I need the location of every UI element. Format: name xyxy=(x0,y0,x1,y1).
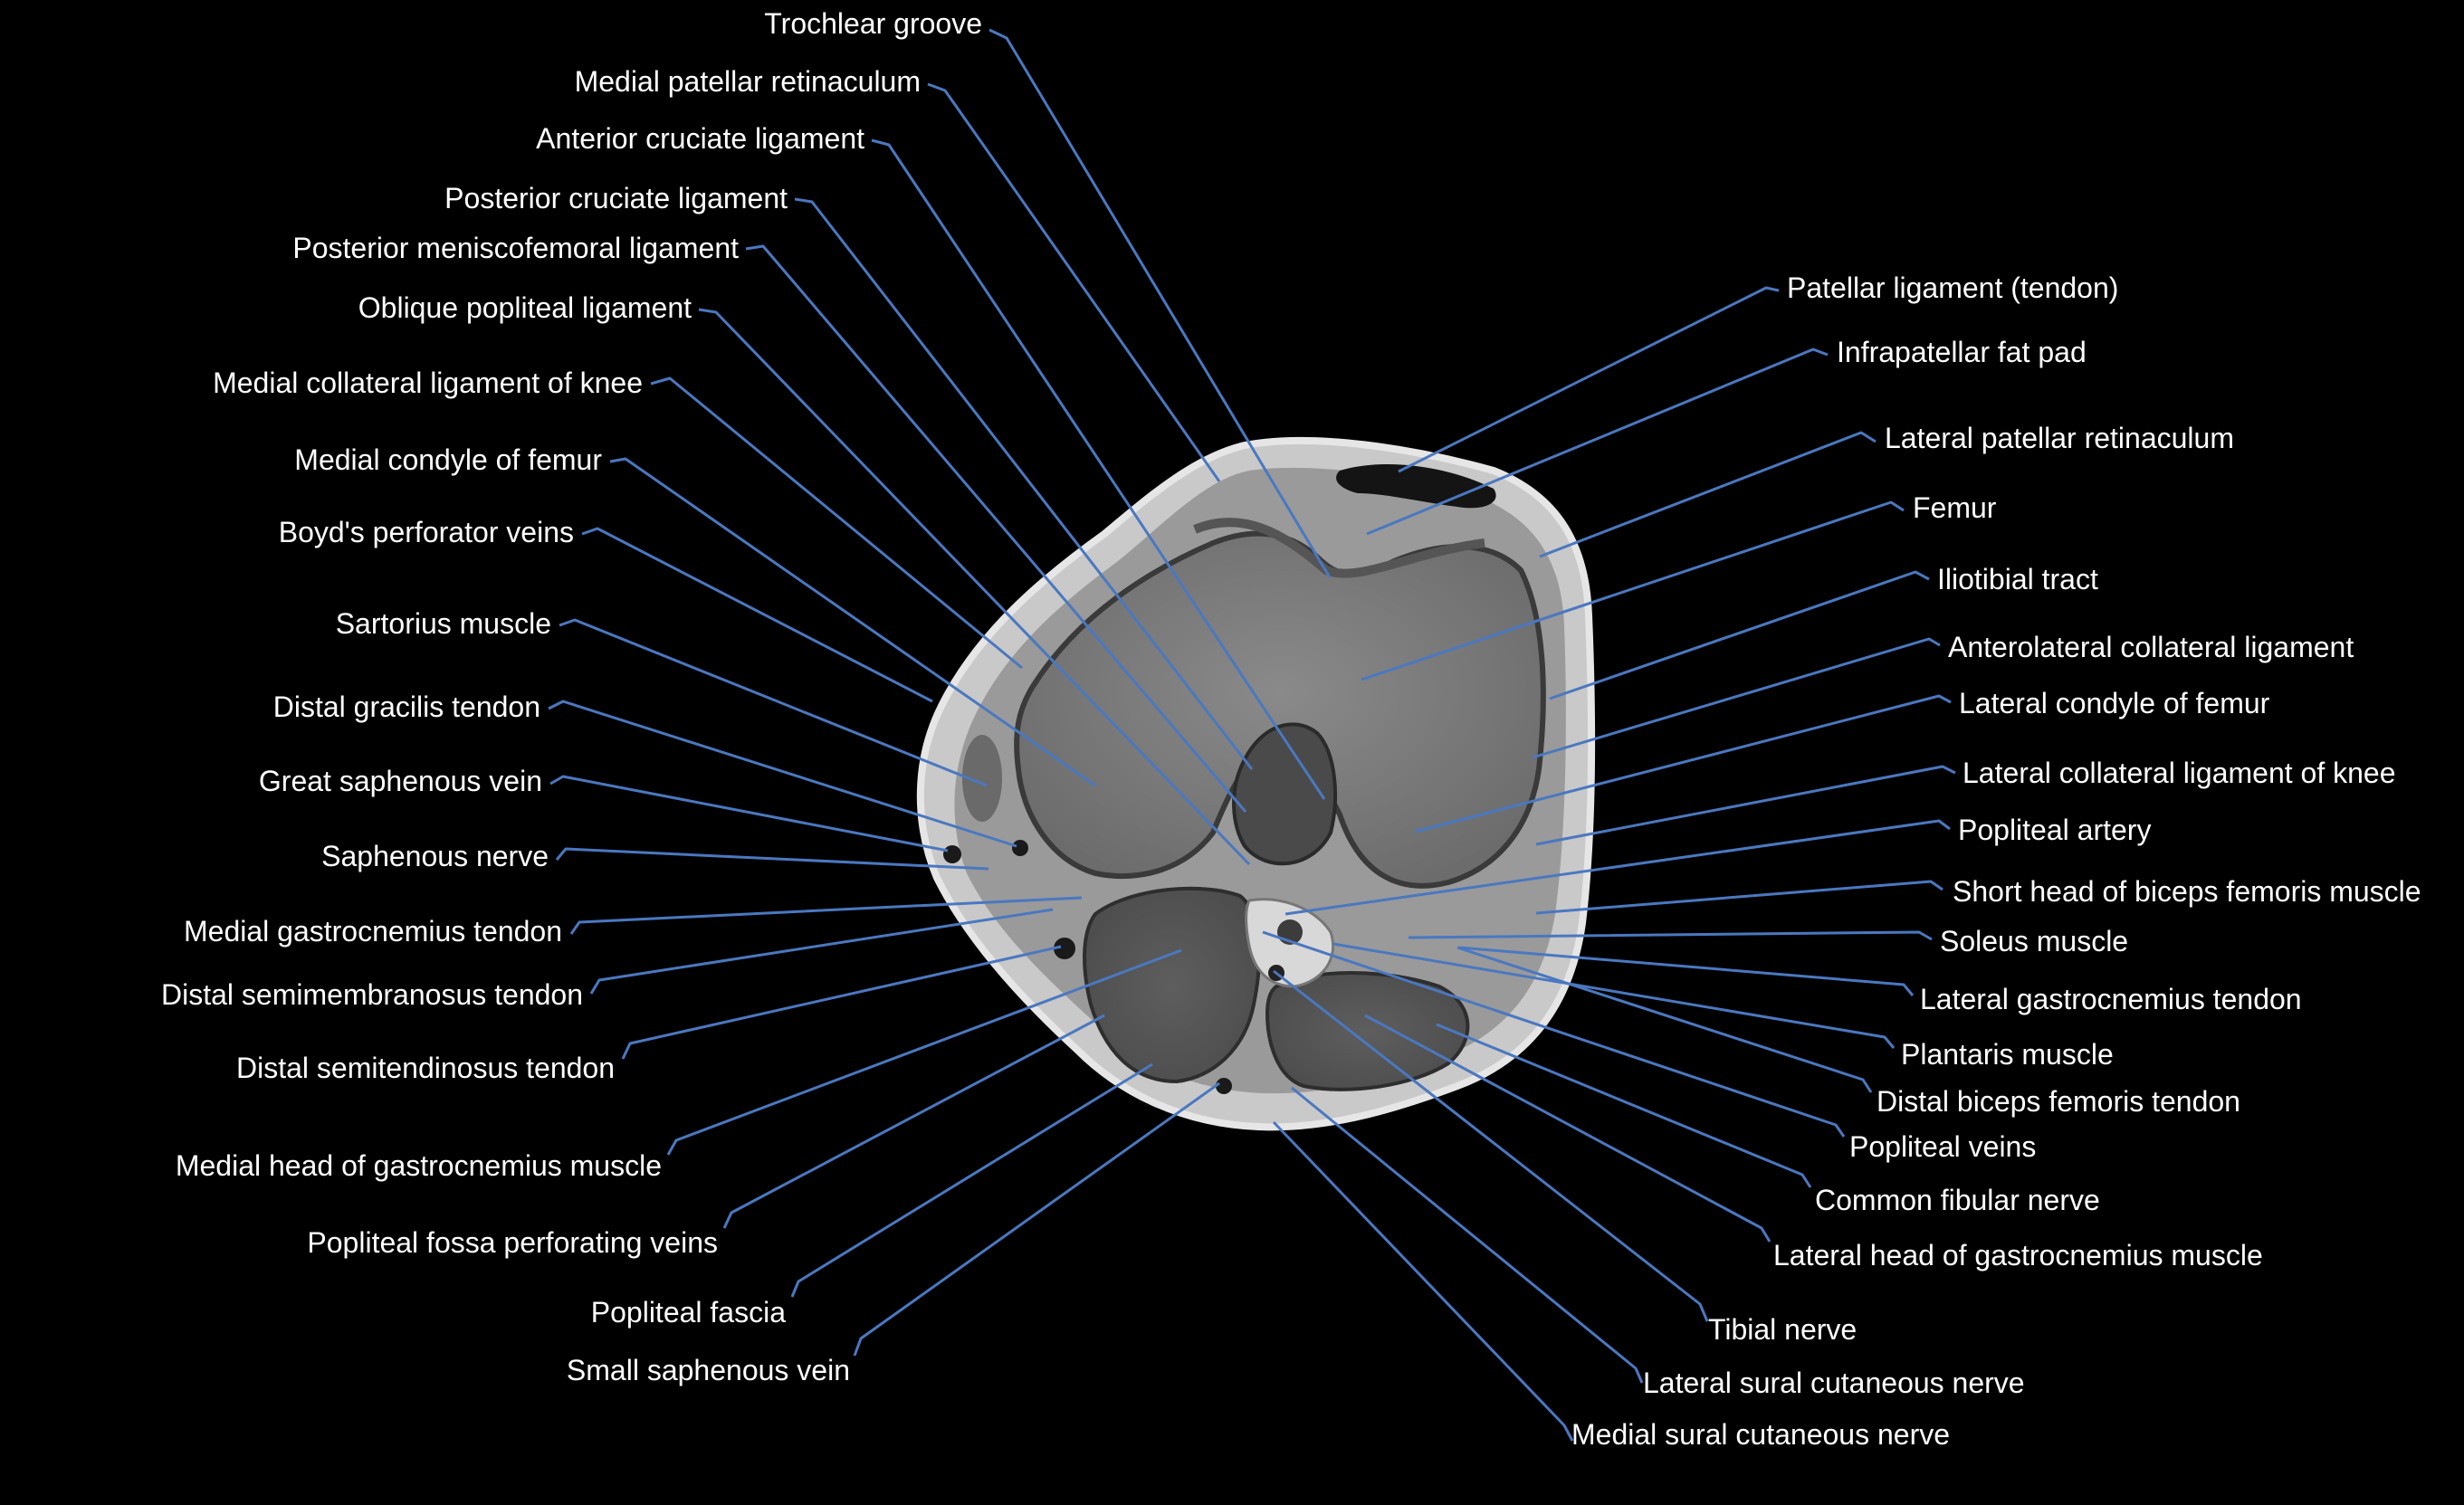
label-soleus-muscle-leader-line xyxy=(1408,930,1933,941)
label-short-head-of-biceps-femoris-muscle: Short head of biceps femoris muscle xyxy=(1953,875,2421,908)
label-boyd-s-perforator-veins: Boyd's perforator veins xyxy=(278,516,574,548)
label-posterior-meniscofemoral-ligament-leader-line xyxy=(745,244,1247,813)
label-popliteal-fascia-leader-line xyxy=(790,1062,1153,1298)
label-small-saphenous-vein: Small saphenous vein xyxy=(566,1354,850,1386)
label-plantaris-muscle: Plantaris muscle xyxy=(1901,1038,2114,1071)
label-iliotibial-tract: Iliotibial tract xyxy=(1937,563,2098,595)
label-anterolateral-collateral-ligament-leader-line xyxy=(1532,637,1941,759)
medial-gastrocnemius xyxy=(1083,886,1262,1084)
label-posterior-cruciate-ligament: Posterior cruciate ligament xyxy=(444,182,788,214)
label-popliteal-fossa-perforating-veins: Popliteal fossa perforating veins xyxy=(307,1226,718,1259)
label-lateral-collateral-ligament-of-knee: Lateral collateral ligament of knee xyxy=(1963,757,2396,789)
label-lateral-sural-cutaneous-nerve-leader-line xyxy=(1291,1086,1644,1384)
label-medial-patellar-retinaculum-leader-line xyxy=(927,82,1221,482)
label-popliteal-fascia: Popliteal fascia xyxy=(590,1296,786,1329)
label-medial-sural-cutaneous-nerve-leader-line xyxy=(1272,1120,1574,1442)
label-distal-biceps-femoris-tendon-leader-line xyxy=(1456,946,1873,1093)
label-soleus-muscle: Soleus muscle xyxy=(1940,925,2129,957)
small-saphenous-vein-dot xyxy=(1216,1078,1232,1094)
label-medial-patellar-retinaculum: Medial patellar retinaculum xyxy=(574,65,921,98)
label-femur-leader-line xyxy=(1361,500,1905,681)
label-saphenous-nerve-leader-line xyxy=(555,847,989,871)
semitendinosus-dot xyxy=(1054,938,1075,959)
label-small-saphenous-vein-leader-line xyxy=(853,1081,1220,1357)
label-anterior-cruciate-ligament-leader-line xyxy=(871,138,1326,800)
label-popliteal-fossa-perforating-veins-leader-line xyxy=(722,1014,1105,1229)
label-medial-condyle-of-femur: Medial condyle of femur xyxy=(294,443,602,476)
label-medial-collateral-ligament-of-knee-leader-line xyxy=(650,376,1023,670)
label-popliteal-veins-leader-line xyxy=(1262,930,1846,1138)
label-lateral-head-of-gastrocnemius-muscle-leader-line xyxy=(1364,1014,1772,1243)
label-patellar-ligament-tendon: Patellar ligament (tendon) xyxy=(1787,271,2119,304)
label-distal-gracilis-tendon-leader-line xyxy=(548,700,1017,848)
label-infrapatellar-fat-pad: Infrapatellar fat pad xyxy=(1837,336,2087,368)
label-medial-head-of-gastrocnemius-muscle: Medial head of gastrocnemius muscle xyxy=(175,1149,662,1182)
label-trochlear-groove: Trochlear groove xyxy=(764,7,982,40)
label-plantaris-muscle-leader-line xyxy=(1332,942,1896,1049)
label-distal-biceps-femoris-tendon: Distal biceps femoris tendon xyxy=(1877,1085,2240,1118)
label-great-saphenous-vein-leader-line xyxy=(549,775,949,853)
label-posterior-cruciate-ligament-leader-line xyxy=(794,197,1254,770)
label-short-head-of-biceps-femoris-muscle-leader-line xyxy=(1535,880,1944,915)
label-medial-sural-cutaneous-nerve: Medial sural cutaneous nerve xyxy=(1571,1418,1951,1451)
label-infrapatellar-fat-pad-leader-line xyxy=(1366,348,1829,536)
label-sartorius-muscle-leader-line xyxy=(559,618,988,787)
label-popliteal-artery-leader-line xyxy=(1285,819,1951,916)
label-medial-gastrocnemius-tendon: Medial gastrocnemius tendon xyxy=(183,915,562,948)
label-popliteal-artery: Popliteal artery xyxy=(1958,814,2152,846)
intercondylar-notch xyxy=(1232,722,1337,866)
label-sartorius-muscle: Sartorius muscle xyxy=(335,607,551,640)
label-lateral-condyle-of-femur: Lateral condyle of femur xyxy=(1959,687,2270,719)
label-distal-semimembranosus-tendon-leader-line xyxy=(589,908,1054,995)
label-medial-collateral-ligament-of-knee: Medial collateral ligament of knee xyxy=(213,367,643,399)
label-trochlear-groove-leader-line xyxy=(988,28,1332,578)
sartorius-shape xyxy=(962,735,1002,822)
label-lateral-patellar-retinaculum: Lateral patellar retinaculum xyxy=(1885,422,2234,454)
label-distal-semitendinosus-tendon: Distal semitendinosus tendon xyxy=(235,1052,615,1084)
gracilis-dot xyxy=(1012,840,1028,856)
label-oblique-popliteal-ligament-leader-line xyxy=(698,308,1251,866)
label-common-fibular-nerve-leader-line xyxy=(1436,1023,1812,1188)
label-tibial-nerve-leader-line xyxy=(1273,969,1709,1322)
label-lateral-sural-cutaneous-nerve: Lateral sural cutaneous nerve xyxy=(1643,1367,2025,1399)
label-tibial-nerve: Tibial nerve xyxy=(1708,1313,1858,1346)
label-anterior-cruciate-ligament: Anterior cruciate ligament xyxy=(536,122,864,155)
label-lateral-condyle-of-femur-leader-line xyxy=(1414,694,1952,833)
label-lateral-gastrocnemius-tendon-leader-line xyxy=(1458,946,1915,996)
label-medial-condyle-of-femur-leader-line xyxy=(609,457,1096,787)
label-distal-gracilis-tendon: Distal gracilis tendon xyxy=(272,691,540,723)
label-lateral-patellar-retinaculum-leader-line xyxy=(1539,431,1877,558)
label-saphenous-nerve: Saphenous nerve xyxy=(321,840,549,872)
label-lateral-gastrocnemius-tendon: Lateral gastrocnemius tendon xyxy=(1920,983,2302,1015)
label-posterior-meniscofemoral-ligament: Posterior meniscofemoral ligament xyxy=(292,232,739,264)
label-great-saphenous-vein: Great saphenous vein xyxy=(258,765,542,797)
label-medial-gastrocnemius-tendon-leader-line xyxy=(569,896,1083,935)
label-iliotibial-tract-leader-line xyxy=(1549,570,1930,700)
label-distal-semimembranosus-tendon: Distal semimembranosus tendon xyxy=(161,978,583,1011)
label-common-fibular-nerve: Common fibular nerve xyxy=(1815,1184,2100,1216)
label-femur: Femur xyxy=(1913,491,1997,524)
label-medial-head-of-gastrocnemius-muscle-leader-line xyxy=(666,948,1182,1156)
label-oblique-popliteal-ligament: Oblique popliteal ligament xyxy=(358,291,692,324)
label-lateral-collateral-ligament-of-knee-leader-line xyxy=(1535,765,1956,846)
label-boyd-s-perforator-veins-leader-line xyxy=(581,527,933,703)
label-patellar-ligament-tendon-leader-line xyxy=(1398,286,1780,473)
label-distal-semitendinosus-tendon-leader-line xyxy=(621,945,1062,1060)
label-popliteal-veins: Popliteal veins xyxy=(1849,1130,2037,1163)
label-anterolateral-collateral-ligament: Anterolateral collateral ligament xyxy=(1948,631,2354,663)
label-lateral-head-of-gastrocnemius-muscle: Lateral head of gastrocnemius muscle xyxy=(1773,1239,2263,1272)
